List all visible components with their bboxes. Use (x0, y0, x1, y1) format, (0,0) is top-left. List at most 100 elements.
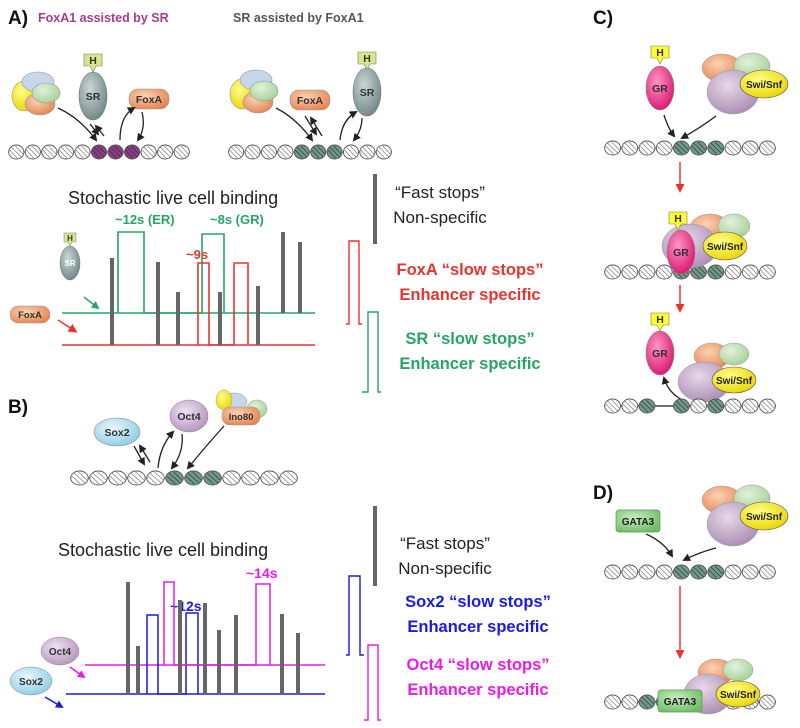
nucleosome (638, 398, 656, 414)
nucleosome (359, 144, 376, 160)
nucleosome (741, 398, 759, 414)
nucleosome (759, 694, 776, 710)
nucleosome (222, 470, 241, 486)
nucleosome (375, 144, 392, 160)
nucleosome (173, 144, 190, 160)
nucleosome (724, 564, 742, 580)
nucleosome (759, 398, 776, 414)
nucleosome (604, 564, 621, 580)
foxa-label: FoxA (297, 95, 324, 107)
nucleosome (184, 470, 203, 486)
sox2-enhancer-label: Enhancer specific (407, 618, 548, 636)
swi-snf-label: Swi/Snf (746, 512, 783, 523)
nucleosome (8, 144, 25, 160)
nucleosome (673, 140, 690, 156)
panel-c-letter: C) (593, 8, 613, 29)
nucleosome (690, 564, 707, 580)
binding-title: Stochastic live cell binding (68, 188, 278, 208)
foxa-label: FoxA (18, 310, 42, 321)
nucleosome (655, 264, 673, 280)
dna-strand (228, 144, 392, 160)
oct4-slow-stops-label: Oct4 “slow stops” (406, 656, 549, 674)
binding-arrow (682, 547, 717, 561)
nucleosome (165, 470, 184, 486)
ino80-label: Ino80 (229, 412, 254, 423)
oct4-label: Oct4 (49, 647, 72, 658)
fast-stop-bar (176, 292, 180, 345)
chromatin-remodeler-complex (11, 71, 61, 116)
sr-label: SR (64, 259, 75, 268)
nucleosome (228, 144, 245, 160)
non-specific-label: Non-specific (393, 208, 487, 227)
fast-stop-bar (298, 242, 302, 313)
chromatin-remodeler-complex (229, 69, 279, 114)
nucleosome (140, 144, 157, 160)
sr-enhancer-label: Enhancer specific (399, 355, 540, 373)
nucleosome (759, 264, 776, 280)
sr-receptor: H SR (78, 53, 108, 121)
nucleosome (707, 140, 725, 156)
hormone-label: H (67, 234, 73, 243)
gr-receptor: H GR (645, 312, 675, 376)
fast-stop-bar (110, 258, 114, 345)
panel-a-letter: A) (8, 8, 28, 29)
foxa-label: FoxA (136, 94, 163, 106)
nucleosome (107, 144, 124, 160)
nucleosome (343, 144, 359, 160)
time-label-gr: ~8s (GR) (210, 212, 264, 227)
gr-label: GR (652, 348, 668, 360)
nucleosome (89, 470, 108, 486)
binding-title: Stochastic live cell binding (58, 540, 268, 560)
nucleosome (621, 694, 639, 710)
nucleosome (310, 144, 327, 160)
nucleosome (759, 564, 776, 580)
fast-stop-bar (178, 600, 182, 694)
fast-stop-bar (280, 614, 284, 694)
nucleosome (724, 264, 742, 280)
fast-stop-bar (156, 262, 160, 345)
binding-arrow (680, 115, 717, 139)
sr-receptor: H SR (352, 51, 382, 117)
foxa-slow-stop (197, 262, 249, 346)
fast-stop-bar (217, 630, 221, 694)
foxa-pointer-arrow (57, 319, 78, 333)
foxa-small-icon: FoxA (9, 305, 51, 324)
nucleosome (759, 140, 776, 156)
sox2-protein: Sox2 (93, 417, 141, 447)
nucleosome (261, 144, 277, 160)
nucleosome (293, 144, 310, 160)
nucleosome (673, 564, 690, 580)
non-specific-label: Non-specific (398, 559, 492, 578)
hormone-label: H (89, 55, 97, 67)
foxa-protein: FoxA (128, 88, 170, 110)
nucleosome (673, 398, 690, 414)
swi-snf-complex: Swi/Snf (701, 52, 789, 115)
nucleosome (724, 398, 742, 414)
binding-legend (346, 174, 381, 393)
fast-stops-label: “Fast stops” (400, 534, 490, 553)
nucleosome (277, 144, 294, 160)
sox2-pointer-arrow (44, 696, 64, 709)
panel-b: B) Sox2 Oct4 Ino80 Stochastic live cell … (8, 389, 551, 721)
oct4-enhancer-label: Enhancer specific (407, 681, 548, 699)
heading-foxa1-assisted: FoxA1 assisted by SR (38, 11, 169, 25)
sox2-legend-pulse (346, 575, 364, 656)
swi-snf-complex: Swi/Snf (677, 342, 757, 403)
dna-strand (604, 398, 776, 414)
binding-arrow (663, 114, 676, 138)
gr-label: GR (652, 83, 668, 95)
panel-d-letter: D) (593, 483, 613, 504)
fast-stop-bar (296, 633, 300, 694)
heading-sr-assisted: SR assisted by FoxA1 (233, 11, 364, 25)
nucleosome (203, 470, 222, 486)
fast-stop-bar (126, 582, 130, 694)
nucleosome (108, 470, 127, 486)
nucleosome (707, 564, 725, 580)
oct4-protein: Oct4 (169, 399, 209, 433)
nucleosome (621, 140, 639, 156)
nucleosome (707, 398, 725, 414)
oct4-pointer-arrow (69, 666, 86, 679)
hormone-label: H (656, 47, 664, 59)
nucleosome (260, 470, 279, 486)
